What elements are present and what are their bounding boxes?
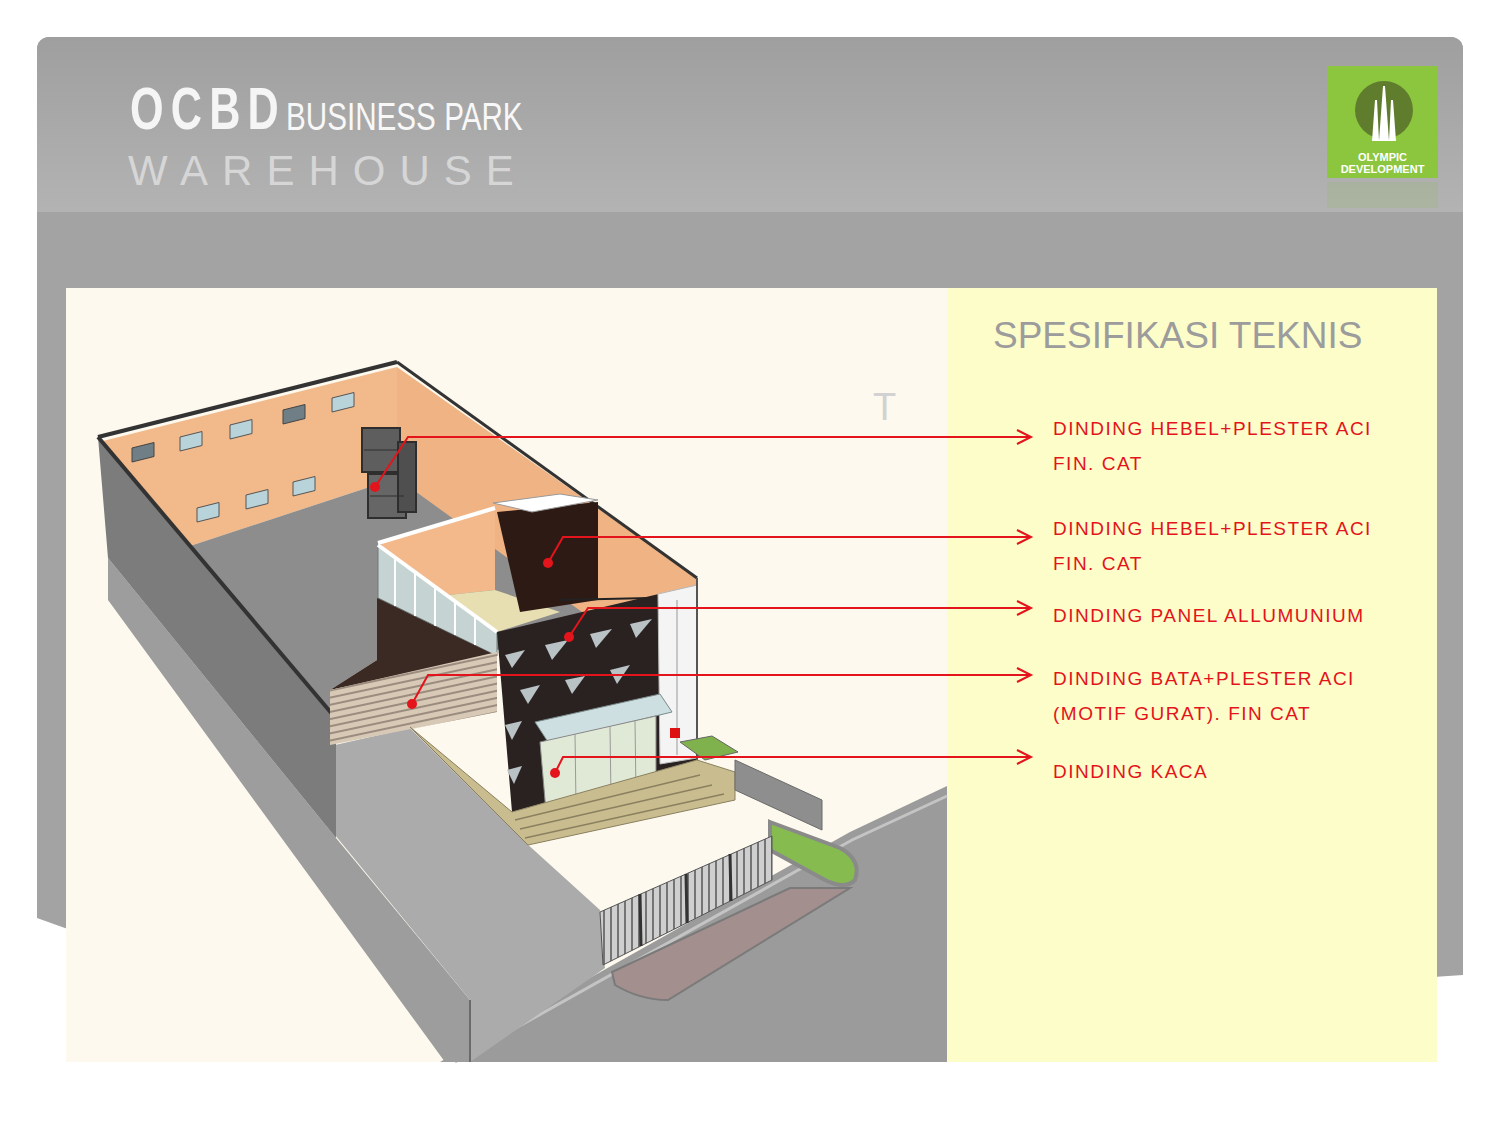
text-slot: BUSINESS PARK — [286, 98, 589, 136]
logo-square — [1327, 66, 1438, 178]
vent — [283, 405, 305, 425]
facade-pattern — [630, 619, 652, 638]
header-band — [37, 37, 1463, 212]
text-slot: WAREHOUSE — [128, 150, 528, 192]
mullion — [394, 557, 396, 606]
leader-dot — [550, 768, 560, 778]
text-slot: SPESIFIKASI TEKNIS — [993, 317, 1362, 354]
header-band — [37, 60, 1463, 212]
text-slot: DINDING HEBEL+PLESTER ACI FIN. CAT — [1053, 411, 1393, 481]
window — [293, 477, 315, 497]
text-slot: OLYMPIC DEVELOPMENT — [1327, 152, 1438, 175]
step — [520, 785, 712, 829]
facade-pattern — [545, 640, 568, 660]
logo-reflection — [1327, 182, 1438, 208]
stair-tower-top — [493, 494, 598, 512]
text-slot: DINDING KACA — [1053, 754, 1393, 789]
callout-text: DINDING BATA+PLESTER ACI (MOTIF GURAT). … — [1053, 661, 1393, 731]
text-slot: DINDING HEBEL+PLESTER ACI FIN. CAT — [1053, 511, 1393, 581]
driveway-edge — [469, 1000, 471, 1062]
window — [246, 490, 268, 510]
window — [332, 393, 354, 413]
logo-badge: OLYMPIC DEVELOPMENT — [1327, 66, 1442, 181]
leader-line — [548, 537, 1030, 563]
crate-line — [364, 450, 398, 451]
mullion — [414, 572, 416, 616]
crate — [362, 428, 400, 472]
facade-pattern — [520, 685, 540, 704]
facade-pattern — [590, 629, 612, 648]
gate-post — [730, 854, 731, 901]
stray-letter: T — [873, 388, 896, 426]
slide-ground — [37, 37, 1463, 1085]
wall-edge — [98, 437, 333, 715]
leader-line — [375, 437, 1030, 487]
step — [525, 794, 724, 838]
arrowhead — [1017, 601, 1031, 615]
text-slot: T — [873, 388, 896, 426]
leader-dot — [543, 558, 553, 568]
crate — [398, 442, 416, 512]
arrowhead — [1017, 430, 1031, 444]
facade-pattern — [507, 766, 522, 784]
callout-text: DINDING PANEL ALLUMUNIUM — [1053, 598, 1393, 633]
stair-tower — [497, 502, 598, 612]
callout-text: DINDING KACA — [1053, 754, 1393, 789]
project-type: WAREHOUSE — [128, 150, 528, 192]
text-slot: DINDING PANEL ALLUMUNIUM — [1053, 598, 1393, 633]
leader-dot — [564, 632, 574, 642]
mullion — [434, 587, 436, 626]
callout-text: DINDING HEBEL+PLESTER ACI FIN. CAT — [1053, 411, 1393, 481]
corner-edge — [696, 578, 698, 760]
leader-line — [569, 608, 1030, 637]
logo-text: OLYMPIC DEVELOPMENT — [1327, 152, 1438, 175]
leader-dot — [407, 699, 417, 709]
wall-edge — [98, 362, 397, 437]
window — [180, 432, 202, 452]
gate-post — [640, 894, 641, 946]
text-slot: DINDING BATA+PLESTER ACI (MOTIF GURAT). … — [1053, 661, 1393, 731]
arrowhead — [1017, 530, 1031, 544]
crate-line — [370, 496, 404, 497]
paving — [612, 888, 850, 1000]
mullion — [474, 616, 476, 645]
facade-pattern — [505, 721, 522, 740]
arrowhead — [1017, 750, 1031, 764]
boundary-wall — [735, 760, 822, 830]
planter — [770, 822, 857, 885]
brand-subtitle: BUSINESS PARK — [286, 98, 523, 136]
window — [230, 420, 252, 440]
vent — [132, 443, 154, 463]
step — [515, 775, 700, 820]
logo-tower — [1372, 86, 1396, 141]
facade-pattern — [505, 650, 525, 668]
window — [197, 503, 219, 523]
leader-dot — [370, 482, 380, 492]
leader-line — [412, 675, 1030, 704]
spec-panel: SPESIFIKASI TEKNIS DINDING HEBEL+PLESTER … — [947, 288, 1437, 1062]
panel-title: SPESIFIKASI TEKNIS — [993, 317, 1362, 354]
callout-text: DINDING HEBEL+PLESTER ACI FIN. CAT — [1053, 511, 1393, 581]
gate-post — [686, 874, 687, 923]
brand-name: OCBD — [130, 79, 286, 139]
leader-line — [555, 757, 1030, 773]
mullion — [454, 601, 456, 635]
frame — [378, 508, 495, 543]
arrowhead — [1017, 668, 1031, 682]
facade-pattern — [565, 676, 585, 694]
sign — [670, 728, 680, 738]
